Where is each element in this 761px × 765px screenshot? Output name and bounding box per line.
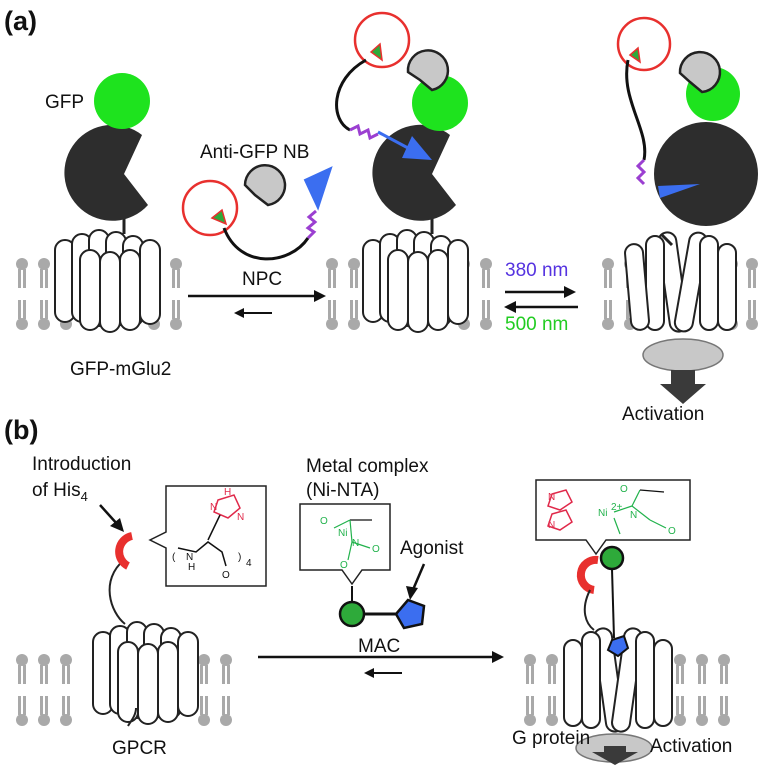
svg-text:Ni: Ni (598, 508, 607, 519)
mac-label: MAC (358, 636, 400, 657)
state1-receptor: GFP GFP-mGlu2 (14, 73, 184, 380)
azobenzene-head (303, 166, 333, 211)
svg-text:O: O (668, 526, 676, 537)
anti-gfp-nanobody (243, 164, 287, 207)
agonist-label: Agonist (400, 538, 464, 559)
svg-text:N: N (186, 552, 193, 563)
his-intro-line1: Introduction (32, 454, 131, 475)
panel-a-tag: (a) (4, 6, 37, 36)
npc-equilibrium: NPC (188, 269, 326, 318)
svg-text:(: ( (172, 552, 176, 563)
svg-text:): ) (238, 552, 241, 563)
mac-molecule: MAC (338, 598, 426, 657)
his-intro-line2: of His (32, 480, 81, 501)
svg-text:H: H (188, 562, 195, 573)
svg-text:4: 4 (246, 558, 252, 569)
light-switch: 380 nm 500 nm (504, 260, 578, 335)
gfp-barrel (94, 73, 150, 129)
light-off-label: 500 nm (505, 314, 568, 335)
activation-label-a: Activation (622, 404, 704, 425)
panel-b-tag: (b) (4, 415, 38, 445)
state3-active: Activation (600, 16, 760, 425)
ligand-circle (181, 179, 239, 237)
svg-text:N: N (548, 520, 555, 531)
npc-free: Anti-GFP NB (181, 142, 333, 261)
gprotein-label: G protein (512, 728, 590, 749)
complex-line2: (Ni-NTA) (306, 480, 380, 501)
state2-bound (324, 11, 494, 333)
bound-structure-box: N N Ni 2+ N O O (535, 479, 691, 556)
svg-text:N: N (237, 512, 244, 523)
svg-text:2+: 2+ (611, 502, 623, 513)
activation-arrow-b (592, 752, 638, 765)
venus-flytrap-domain (64, 124, 148, 221)
ni-nta-box: Ni N O O O (299, 503, 391, 586)
svg-text:N: N (210, 502, 217, 513)
light-on-label: 380 nm (505, 260, 568, 281)
gpcr-left: GPCR (14, 532, 234, 759)
gpcr-label: GPCR (112, 738, 167, 759)
his-structure-box: H N N ( ) N H O 4 (148, 485, 267, 587)
svg-text:of His4: of His4 (32, 480, 88, 504)
complex-line1: Metal complex (306, 456, 429, 477)
svg-text:O: O (620, 484, 628, 495)
svg-text:N: N (548, 492, 555, 503)
gfp-label: GFP (45, 92, 84, 113)
svg-text:H: H (224, 487, 231, 498)
activation-label-b: Activation (650, 736, 732, 757)
npc-label: NPC (242, 269, 282, 290)
svg-text:N: N (630, 510, 637, 521)
svg-text:N: N (352, 538, 359, 549)
activation-arrow-a (660, 384, 706, 404)
his-intro-sub: 4 (81, 489, 88, 504)
tm-bundle (54, 229, 161, 333)
svg-text:O: O (222, 570, 230, 581)
svg-text:O: O (340, 560, 348, 571)
svg-text:Ni: Ni (338, 528, 347, 539)
svg-text:O: O (372, 544, 380, 555)
svg-text:O: O (320, 516, 328, 527)
gpcr-right: G protein Activation (512, 545, 732, 765)
nanobody-label: Anti-GFP NB (200, 142, 309, 163)
receptor-label: GFP-mGlu2 (70, 359, 171, 380)
